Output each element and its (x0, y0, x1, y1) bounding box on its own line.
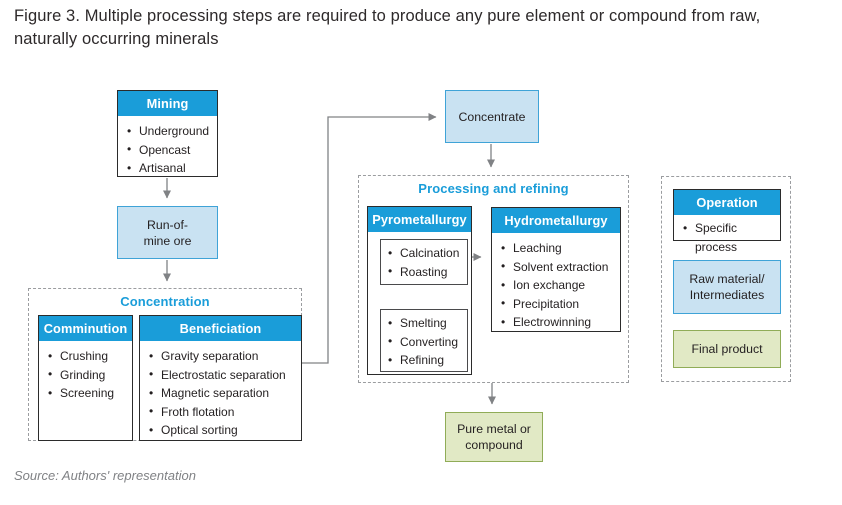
list-item: Artisanal (126, 159, 213, 178)
list-item: Calcination (387, 244, 465, 263)
legend-group: Operation Specific process Raw material/… (661, 176, 791, 382)
pure-metal-label-line1: Pure metal or (457, 422, 531, 436)
list-item: Underground (126, 122, 213, 141)
legend-raw-material-box: Raw material/ Intermediates (673, 260, 781, 314)
list-item: Leaching (500, 239, 616, 258)
list-item: Optical sorting (148, 421, 297, 440)
source-note: Source: Authors' representation (14, 468, 196, 483)
concentration-group: Concentration Comminution CrushingGrindi… (28, 288, 302, 441)
beneficiation-list: Gravity separationElectrostatic separati… (148, 347, 297, 440)
list-item: Magnetic separation (148, 384, 297, 403)
pyrometallurgy-header: Pyrometallurgy (368, 207, 471, 232)
mining-box: Mining UndergroundOpencastArtisanal (117, 90, 218, 177)
legend-final-product-box: Final product (673, 330, 781, 368)
pyrometallurgy-box: Pyrometallurgy CalcinationRoasting Smelt… (367, 206, 472, 375)
run-of-mine-ore-box: Run-of- mine ore (117, 206, 218, 259)
pyrometallurgy-stage1-box: CalcinationRoasting (380, 239, 468, 285)
list-item: Solvent extraction (500, 257, 616, 277)
processing-refining-group: Processing and refining Pyrometallurgy C… (358, 175, 629, 383)
pure-metal-label-line2: compound (465, 438, 523, 452)
beneficiation-box: Beneficiation Gravity separationElectros… (139, 315, 302, 441)
figure-title: Figure 3. Multiple processing steps are … (14, 7, 761, 48)
list-item: Smelting (387, 314, 465, 333)
list-item: Refining (387, 351, 465, 370)
list-item: Ion exchange (500, 276, 616, 295)
list-item: Screening (47, 384, 128, 403)
legend-raw-material-line2: Intermediates (689, 288, 765, 302)
pyrometallurgy-stage2-list: SmeltingConvertingRefining (387, 314, 465, 370)
legend-operation-header: Operation (674, 190, 780, 215)
mining-header: Mining (118, 91, 217, 116)
processing-refining-title: Processing and refining (418, 181, 569, 196)
list-item: Converting (387, 332, 465, 352)
list-item: Precipitation (500, 294, 616, 314)
concentrate-box: Concentrate (445, 90, 539, 143)
hydrometallurgy-header: Hydrometallurgy (492, 208, 620, 233)
comminution-box: Comminution CrushingGrindingScreening (38, 315, 133, 441)
hydrometallurgy-list: LeachingSolvent extractionIon exchangePr… (500, 239, 616, 332)
run-of-mine-label-line1: Run-of- (146, 217, 188, 232)
hydrometallurgy-box: Hydrometallurgy LeachingSolvent extracti… (491, 207, 621, 332)
pyrometallurgy-stage1-list: CalcinationRoasting (387, 244, 465, 281)
beneficiation-header: Beneficiation (140, 316, 301, 341)
comminution-list: CrushingGrindingScreening (47, 347, 128, 403)
list-item: Grinding (47, 365, 128, 385)
list-item: Specific process (682, 219, 776, 256)
list-item: Electrowinning (500, 313, 616, 332)
legend-raw-material-line1: Raw material/ (689, 272, 765, 286)
mining-list: UndergroundOpencastArtisanal (126, 122, 213, 178)
run-of-mine-label-line2: mine ore (143, 233, 192, 248)
list-item: Roasting (387, 262, 465, 282)
pure-metal-box: Pure metal or compound (445, 412, 543, 462)
concentrate-label: Concentrate (458, 109, 526, 124)
legend-final-product-label: Final product (691, 342, 763, 356)
list-item: Electrostatic separation (148, 365, 297, 385)
comminution-header: Comminution (39, 316, 132, 341)
list-item: Gravity separation (148, 347, 297, 366)
list-item: Froth flotation (148, 402, 297, 422)
pyrometallurgy-stage2-box: SmeltingConvertingRefining (380, 309, 468, 372)
list-item: Crushing (47, 347, 128, 366)
legend-operation-list: Specific process (682, 219, 776, 256)
concentration-title: Concentration (120, 294, 210, 309)
legend-operation-box: Operation Specific process (673, 189, 781, 254)
list-item: Opencast (126, 140, 213, 160)
